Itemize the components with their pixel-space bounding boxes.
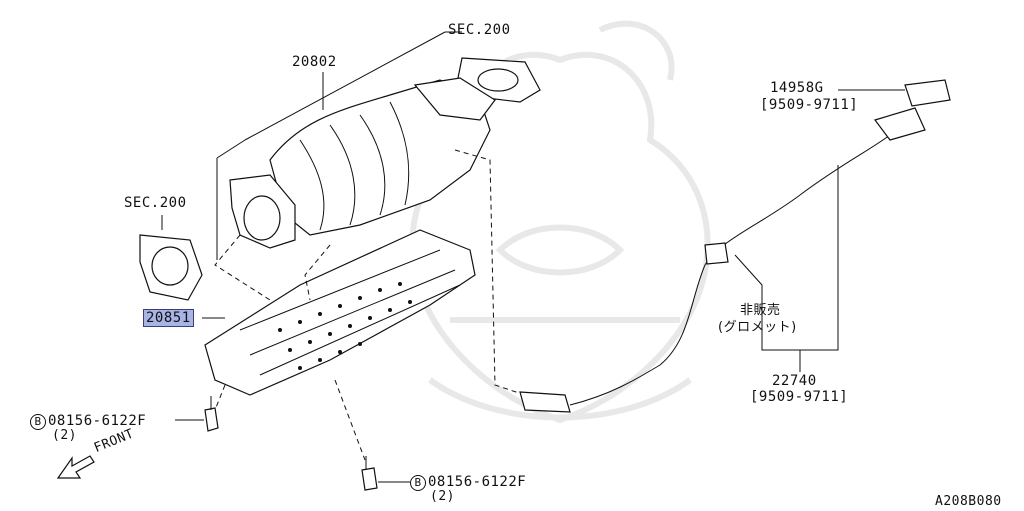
- front-arrow-icon: [56, 455, 95, 479]
- catalytic-converter: [229, 77, 496, 249]
- label-sec200-left: SEC.200: [124, 195, 187, 211]
- label-22740-date: [9509-9711]: [750, 389, 849, 405]
- heat-shield: [204, 229, 476, 396]
- dashed-line-left: [214, 234, 271, 301]
- bracket-line-mid: [216, 139, 246, 159]
- bracket-line-top: [244, 31, 446, 141]
- dashed-line-mid: [304, 244, 331, 301]
- bolt-2: [361, 456, 378, 491]
- label-ref-code: A208B080: [935, 494, 1002, 509]
- dashed-line-sensor: [454, 149, 526, 396]
- label-20802: 20802: [292, 54, 337, 70]
- label-20851-highlighted[interactable]: 20851: [143, 309, 194, 327]
- label-bolt1-qty: (2): [52, 428, 77, 443]
- gasket-left: [139, 234, 203, 301]
- label-14958g-date: [9509-9711]: [760, 97, 859, 113]
- dashed-line-bolt1: [214, 384, 226, 411]
- label-hihanbai: 非販売: [740, 303, 781, 318]
- leader-grommet-22740: [734, 165, 839, 351]
- circle-b-icon: B: [30, 414, 46, 430]
- label-bolt2-qty: (2): [430, 489, 455, 504]
- oxygen-sensor: [519, 79, 951, 413]
- bolt-1: [204, 396, 219, 432]
- label-22740: 22740: [772, 373, 817, 389]
- circle-b-icon: B: [410, 475, 426, 491]
- label-14958g: 14958G: [770, 80, 824, 96]
- label-bolt2-part: 08156-6122F: [428, 474, 527, 490]
- label-bolt1-part: 08156-6122F: [48, 413, 147, 429]
- label-sec200-top: SEC.200: [448, 22, 511, 38]
- label-grommet: (グロメット): [718, 320, 797, 335]
- dashed-line-bolt2: [334, 379, 366, 461]
